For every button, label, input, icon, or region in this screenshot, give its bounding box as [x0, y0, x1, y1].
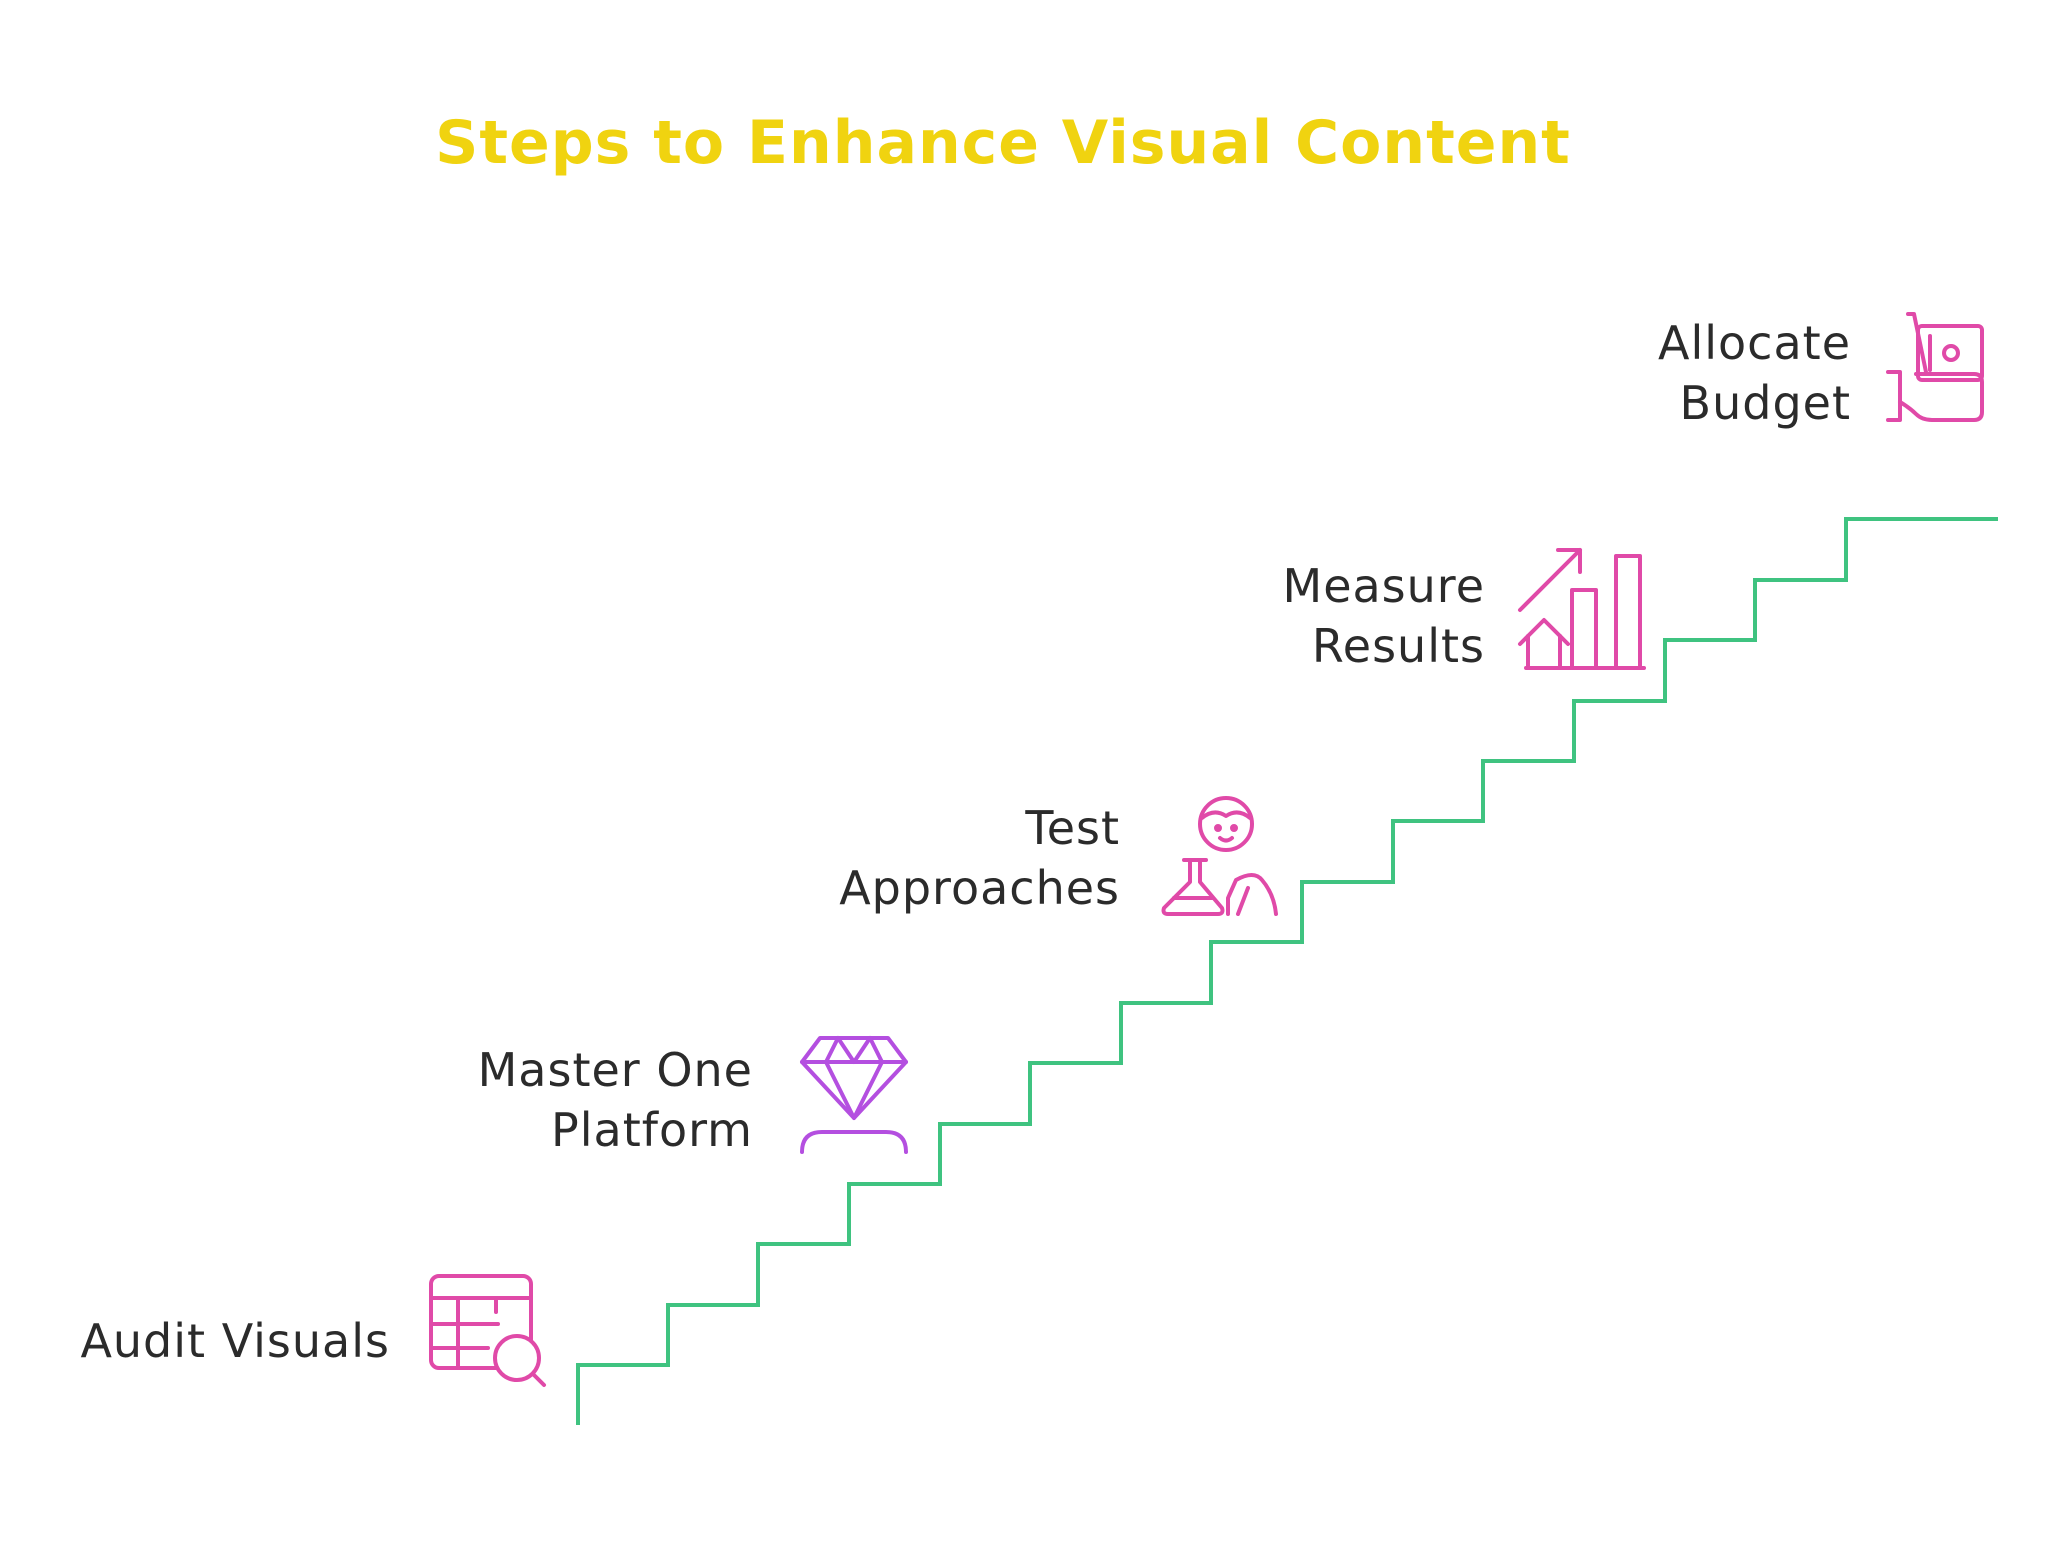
step-label-test-approaches: Test Approaches — [839, 798, 1120, 918]
scientist-flask-icon — [1161, 796, 1278, 916]
diagram-title: Steps to Enhance Visual Content — [435, 108, 1571, 178]
diamond-person-icon — [800, 1036, 908, 1154]
step-label-master-one-platform: Master One Platform — [478, 1040, 753, 1160]
step-label-line: Master One — [477, 1043, 753, 1097]
staircase-line — [576, 517, 1998, 1425]
step-label-line: Approaches — [839, 861, 1120, 915]
step-label-line: Allocate — [1658, 316, 1851, 370]
step-label-allocate-budget: Allocate Budget — [1658, 313, 1851, 433]
step-label-line: Budget — [1679, 376, 1851, 430]
step-label-line: Measure — [1282, 559, 1485, 613]
step-label-line: Audit Visuals — [80, 1314, 390, 1368]
step-label-measure-results: Measure Results — [1283, 556, 1486, 676]
hand-money-icon — [1886, 312, 1984, 422]
step-label-line: Test — [1025, 801, 1120, 855]
step-label-audit-visuals: Audit Visuals — [80, 1311, 390, 1371]
table-search-icon — [429, 1274, 546, 1387]
growth-chart-icon — [1518, 548, 1646, 670]
step-label-line: Results — [1311, 619, 1485, 673]
step-label-line: Platform — [551, 1103, 753, 1157]
